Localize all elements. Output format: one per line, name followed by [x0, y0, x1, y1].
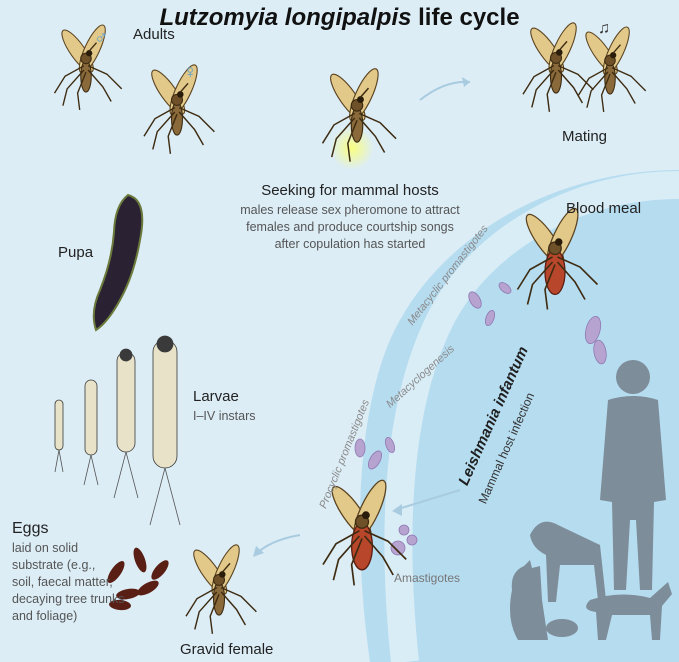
- male-symbol: ♂: [94, 28, 108, 50]
- title-suffix: life cycle: [411, 4, 519, 31]
- eggs-line-4: decaying tree trunks: [12, 592, 125, 606]
- label-larvae-instars: I–IV instars: [193, 409, 256, 423]
- rodent-silhouette: [546, 619, 578, 637]
- label-mating: Mating: [562, 128, 607, 145]
- seeking-line-1: males release sex pheromone to attract: [220, 203, 480, 217]
- label-larvae: Larvae: [193, 388, 239, 405]
- label-adults: Adults: [133, 26, 175, 43]
- eggs-line-1: laid on solid: [12, 541, 78, 555]
- larva-instar-3: [114, 349, 138, 498]
- gravid-female-fly: [186, 542, 256, 634]
- female-symbol: ♀: [183, 62, 197, 84]
- eggs-line-5: and foliage): [12, 609, 77, 623]
- adult-male-fly: [55, 22, 122, 110]
- eggs-line-3: soil, faecal matter,: [12, 575, 113, 589]
- title-species: Lutzomyia longipalpis: [159, 4, 411, 31]
- label-amastigotes: Amastigotes: [394, 571, 460, 585]
- label-seeking-hosts: Seeking for mammal hosts: [240, 182, 460, 199]
- label-gravid-female: Gravid female: [180, 641, 273, 658]
- label-pupa: Pupa: [58, 244, 93, 261]
- seeking-line-2: females and produce courtship songs: [220, 220, 480, 234]
- larva-instar-1: [55, 400, 63, 472]
- eggs-line-2: substrate (e.g.,: [12, 558, 95, 572]
- seeking-line-3: after copulation has started: [220, 237, 480, 251]
- mating-pair: [523, 20, 646, 112]
- larva-instar-2: [84, 380, 98, 485]
- larvae-group: [55, 336, 180, 525]
- adult-female-fly: [144, 62, 214, 154]
- larva-instar-4: [150, 336, 180, 525]
- pupa-shape: [94, 195, 143, 330]
- label-eggs: Eggs: [12, 520, 48, 538]
- label-blood-meal: Blood meal: [566, 200, 641, 217]
- song-symbol: ♫: [598, 20, 610, 38]
